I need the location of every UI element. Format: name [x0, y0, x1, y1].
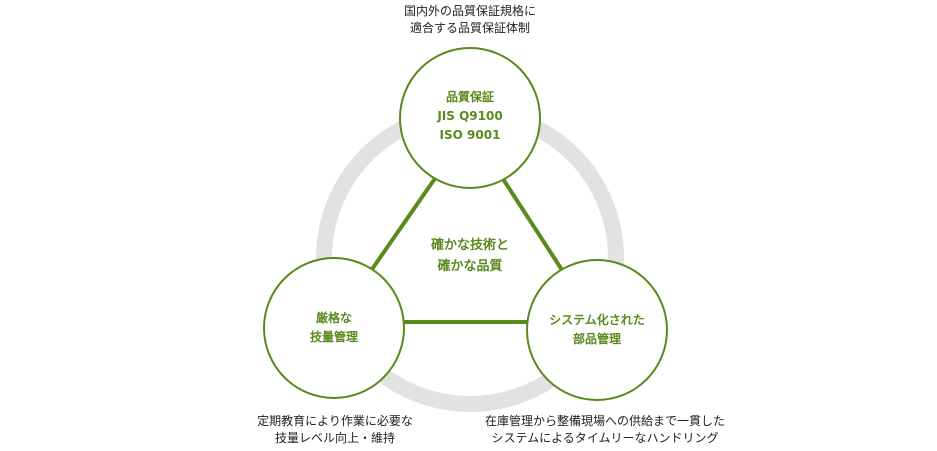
node-circle-parts	[526, 259, 668, 401]
node-circle-skill	[263, 257, 405, 399]
skill-caption-line2: 技量レベル向上・維持	[274, 431, 395, 445]
skill-node-line1: 厳格な	[315, 311, 352, 325]
skill-caption-line1: 定期教育により作業に必要な	[257, 414, 413, 428]
center-label-line2: 確かな品質	[437, 259, 503, 274]
quality-node-standard-iso: ISO 9001	[439, 128, 501, 142]
skill-node-line2: 技量管理	[309, 330, 358, 344]
quality-node-label: 品質保証 JIS Q9100 ISO 9001	[410, 88, 530, 145]
skill-caption: 定期教育により作業に必要な 技量レベル向上・維持	[235, 413, 435, 447]
skill-node-label: 厳格な 技量管理	[274, 309, 394, 347]
parts-caption-line1: 在庫管理から整備現場への供給まで一貫した	[484, 414, 725, 428]
node-circle-quality	[399, 47, 541, 189]
parts-node-line2: 部品管理	[572, 332, 621, 346]
parts-caption: 在庫管理から整備現場への供給まで一貫した システムによるタイムリーなハンドリング	[455, 413, 755, 447]
quality-caption-line2: 適合する品質保証体制	[409, 21, 530, 35]
quality-node-title: 品質保証	[445, 90, 494, 104]
parts-node-line1: システム化された	[549, 313, 645, 327]
center-label: 確かな技術と 確かな品質	[400, 235, 540, 277]
quality-node-standard-jis: JIS Q9100	[437, 109, 503, 123]
parts-caption-line2: システムによるタイムリーなハンドリング	[491, 431, 719, 445]
parts-node-label: システム化された 部品管理	[532, 311, 662, 349]
center-label-line1: 確かな技術と	[430, 238, 509, 253]
quality-caption: 国内外の品質保証規格に 適合する品質保証体制	[370, 3, 570, 37]
quality-caption-line1: 国内外の品質保証規格に	[403, 4, 536, 18]
